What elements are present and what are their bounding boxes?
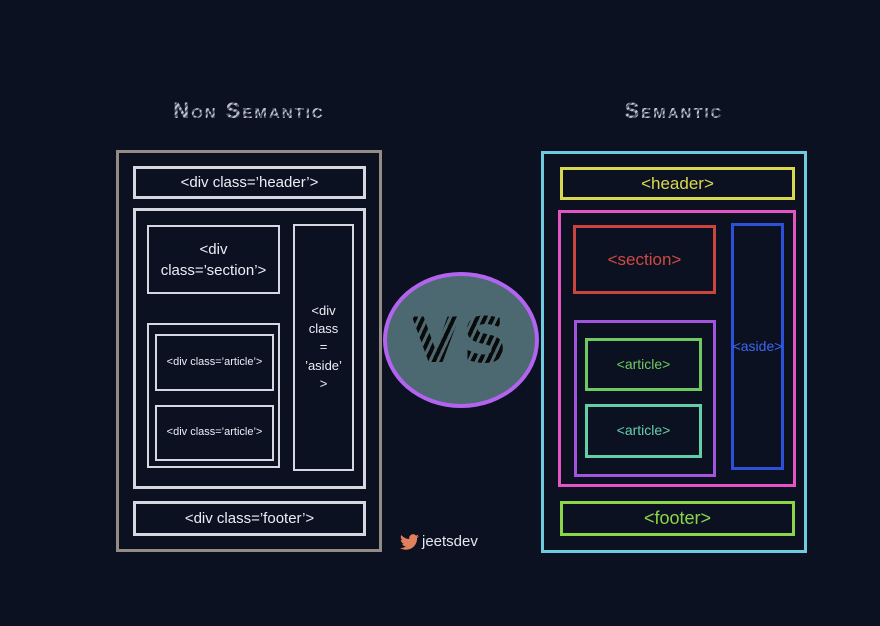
semantic-articles-wrapper: <article> <article> <box>574 320 716 477</box>
credit: jeetsdev <box>400 533 478 550</box>
semantic-article-bottom-label: <article> <box>616 422 671 439</box>
non-semantic-aside-line4: ’aside’ <box>305 357 342 373</box>
non-semantic-section-box: <div class=’section’> <box>147 225 280 294</box>
semantic-footer-box: <footer> <box>560 501 795 536</box>
non-semantic-articles-wrapper: <div class=’article’> <div class=’articl… <box>147 323 280 468</box>
semantic-footer-label: <footer> <box>643 507 712 528</box>
semantic-section-box: <section> <box>573 225 716 294</box>
non-semantic-section-line1: <div <box>199 240 228 258</box>
non-semantic-article-bottom-label: <div class=’article’> <box>166 426 263 439</box>
non-semantic-header-box: <div class=’header’> <box>133 166 366 199</box>
non-semantic-aside-line1: <div <box>311 303 336 319</box>
versus-badge: VS <box>383 272 539 408</box>
semantic-title: Semantic <box>541 98 807 124</box>
non-semantic-article-box-top: <div class=’article’> <box>155 334 274 391</box>
semantic-article-box-bottom: <article> <box>585 404 702 458</box>
versus-label: VS <box>411 303 511 377</box>
twitter-bird-icon <box>400 533 419 550</box>
non-semantic-title: Non Semantic <box>116 98 382 124</box>
semantic-header-label: <header> <box>641 173 714 193</box>
semantic-aside-label: <aside> <box>732 337 783 354</box>
semantic-main-box: <section> <article> <article> <aside> <box>558 210 796 487</box>
semantic-section-label: <section> <box>607 249 682 269</box>
non-semantic-main-box: <div class=’section’> <div class=’articl… <box>133 208 366 489</box>
non-semantic-section-line2: class=’section’> <box>160 261 267 279</box>
non-semantic-panel: <div class=’header’> <div class=’section… <box>116 150 382 552</box>
non-semantic-article-box-bottom: <div class=’article’> <box>155 405 274 461</box>
non-semantic-aside-box: <div class = ’aside’ > <box>293 224 354 471</box>
non-semantic-header-label: <div class=’header’> <box>180 174 319 191</box>
non-semantic-article-top-label: <div class=’article’> <box>166 355 263 368</box>
semantic-aside-box: <aside> <box>731 223 784 470</box>
non-semantic-aside-line2: class <box>308 321 339 337</box>
credit-handle: jeetsdev <box>422 533 478 550</box>
semantic-panel: <header> <section> <article> <article> <… <box>541 151 807 553</box>
semantic-article-top-label: <article> <box>616 355 671 372</box>
non-semantic-aside-line5: > <box>319 375 328 391</box>
non-semantic-footer-box: <div class=’footer’> <box>133 501 366 536</box>
semantic-header-box: <header> <box>560 167 795 200</box>
non-semantic-aside-line3: = <box>319 339 328 355</box>
non-semantic-footer-label: <div class=’footer’> <box>184 510 315 527</box>
semantic-article-box-top: <article> <box>585 338 702 391</box>
